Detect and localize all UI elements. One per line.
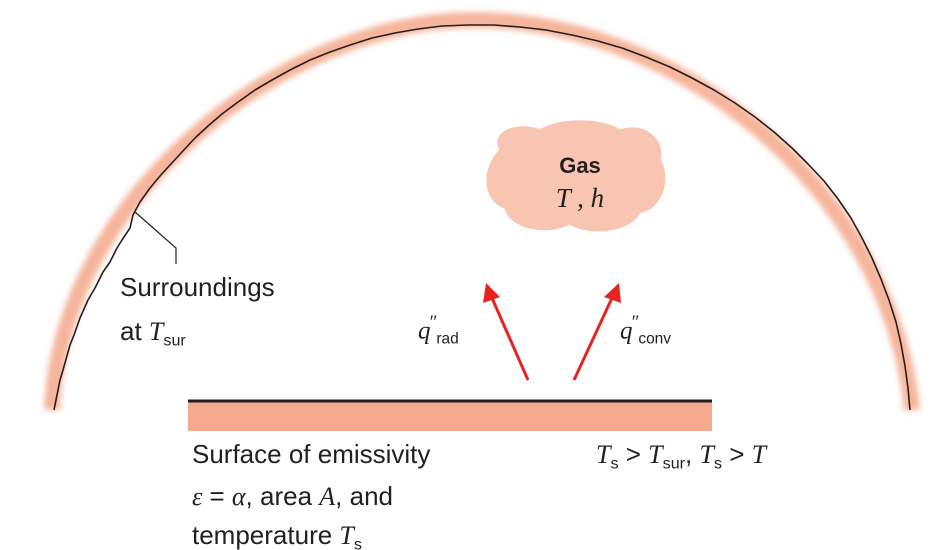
surface-temp-symbol: T — [339, 521, 354, 550]
area-text: , area — [245, 481, 320, 511]
temperature-condition: Ts > Tsur, Ts > T — [596, 437, 766, 481]
rad-flux-subscript: rad — [436, 330, 459, 348]
surface-temp-subscript: s — [353, 535, 362, 550]
cond-t-symbol: T — [751, 440, 767, 469]
radiation-arrow — [483, 283, 530, 381]
rad-flux-symbol: q — [418, 317, 431, 345]
cond-greater-than-1: > — [618, 439, 649, 469]
cond-ts-subscript-1: s — [610, 454, 619, 473]
rad-flux-prime: ″ — [428, 312, 437, 333]
conv-flux-subscript: conv — [638, 330, 672, 348]
surroundings-glow — [44, 11, 920, 411]
temperature-text: temperature — [192, 520, 340, 550]
surroundings-at-text: at — [120, 316, 149, 346]
cond-ts-symbol-1: T — [596, 440, 611, 469]
cond-ts-subscript-2: s — [713, 454, 723, 473]
surroundings-temp-symbol: T — [148, 317, 164, 346]
surroundings-leader-line — [134, 211, 177, 264]
surroundings-label: Surroundings — [120, 272, 275, 302]
surroundings-temperature-label: at Tsur — [120, 314, 186, 358]
conv-flux-symbol: q — [620, 317, 633, 345]
cond-ts-symbol-2: T — [699, 440, 714, 469]
absorptivity-symbol: α — [231, 482, 246, 511]
cond-tsur-symbol: T — [648, 440, 663, 469]
surface-label-line1: Surface of emissivity — [192, 439, 431, 469]
surroundings-temp-subscript: sur — [163, 331, 186, 350]
gas-title: Gas — [559, 153, 601, 178]
convection-flux-label: q″conv — [620, 306, 671, 356]
gas-variables: T , h — [555, 183, 605, 213]
convection-arrow — [572, 283, 621, 381]
cond-comma: , — [685, 439, 700, 469]
cond-tsur-subscript: sur — [662, 454, 686, 473]
surroundings-boundary — [53, 24, 911, 411]
equals-sign: = — [202, 481, 232, 511]
cond-greater-than-2: > — [722, 439, 752, 469]
area-symbol: A — [319, 482, 336, 511]
surface-label-line3: temperature Ts — [192, 518, 362, 550]
emissivity-symbol: ε — [192, 482, 203, 511]
gas-cloud — [486, 120, 666, 232]
conv-flux-prime: ″ — [630, 312, 639, 333]
surface-label-line2: ε = α, area A, and — [192, 479, 393, 514]
radiation-flux-label: q″rad — [418, 306, 459, 356]
and-text: , and — [335, 481, 393, 511]
emitting-surface — [188, 401, 712, 431]
